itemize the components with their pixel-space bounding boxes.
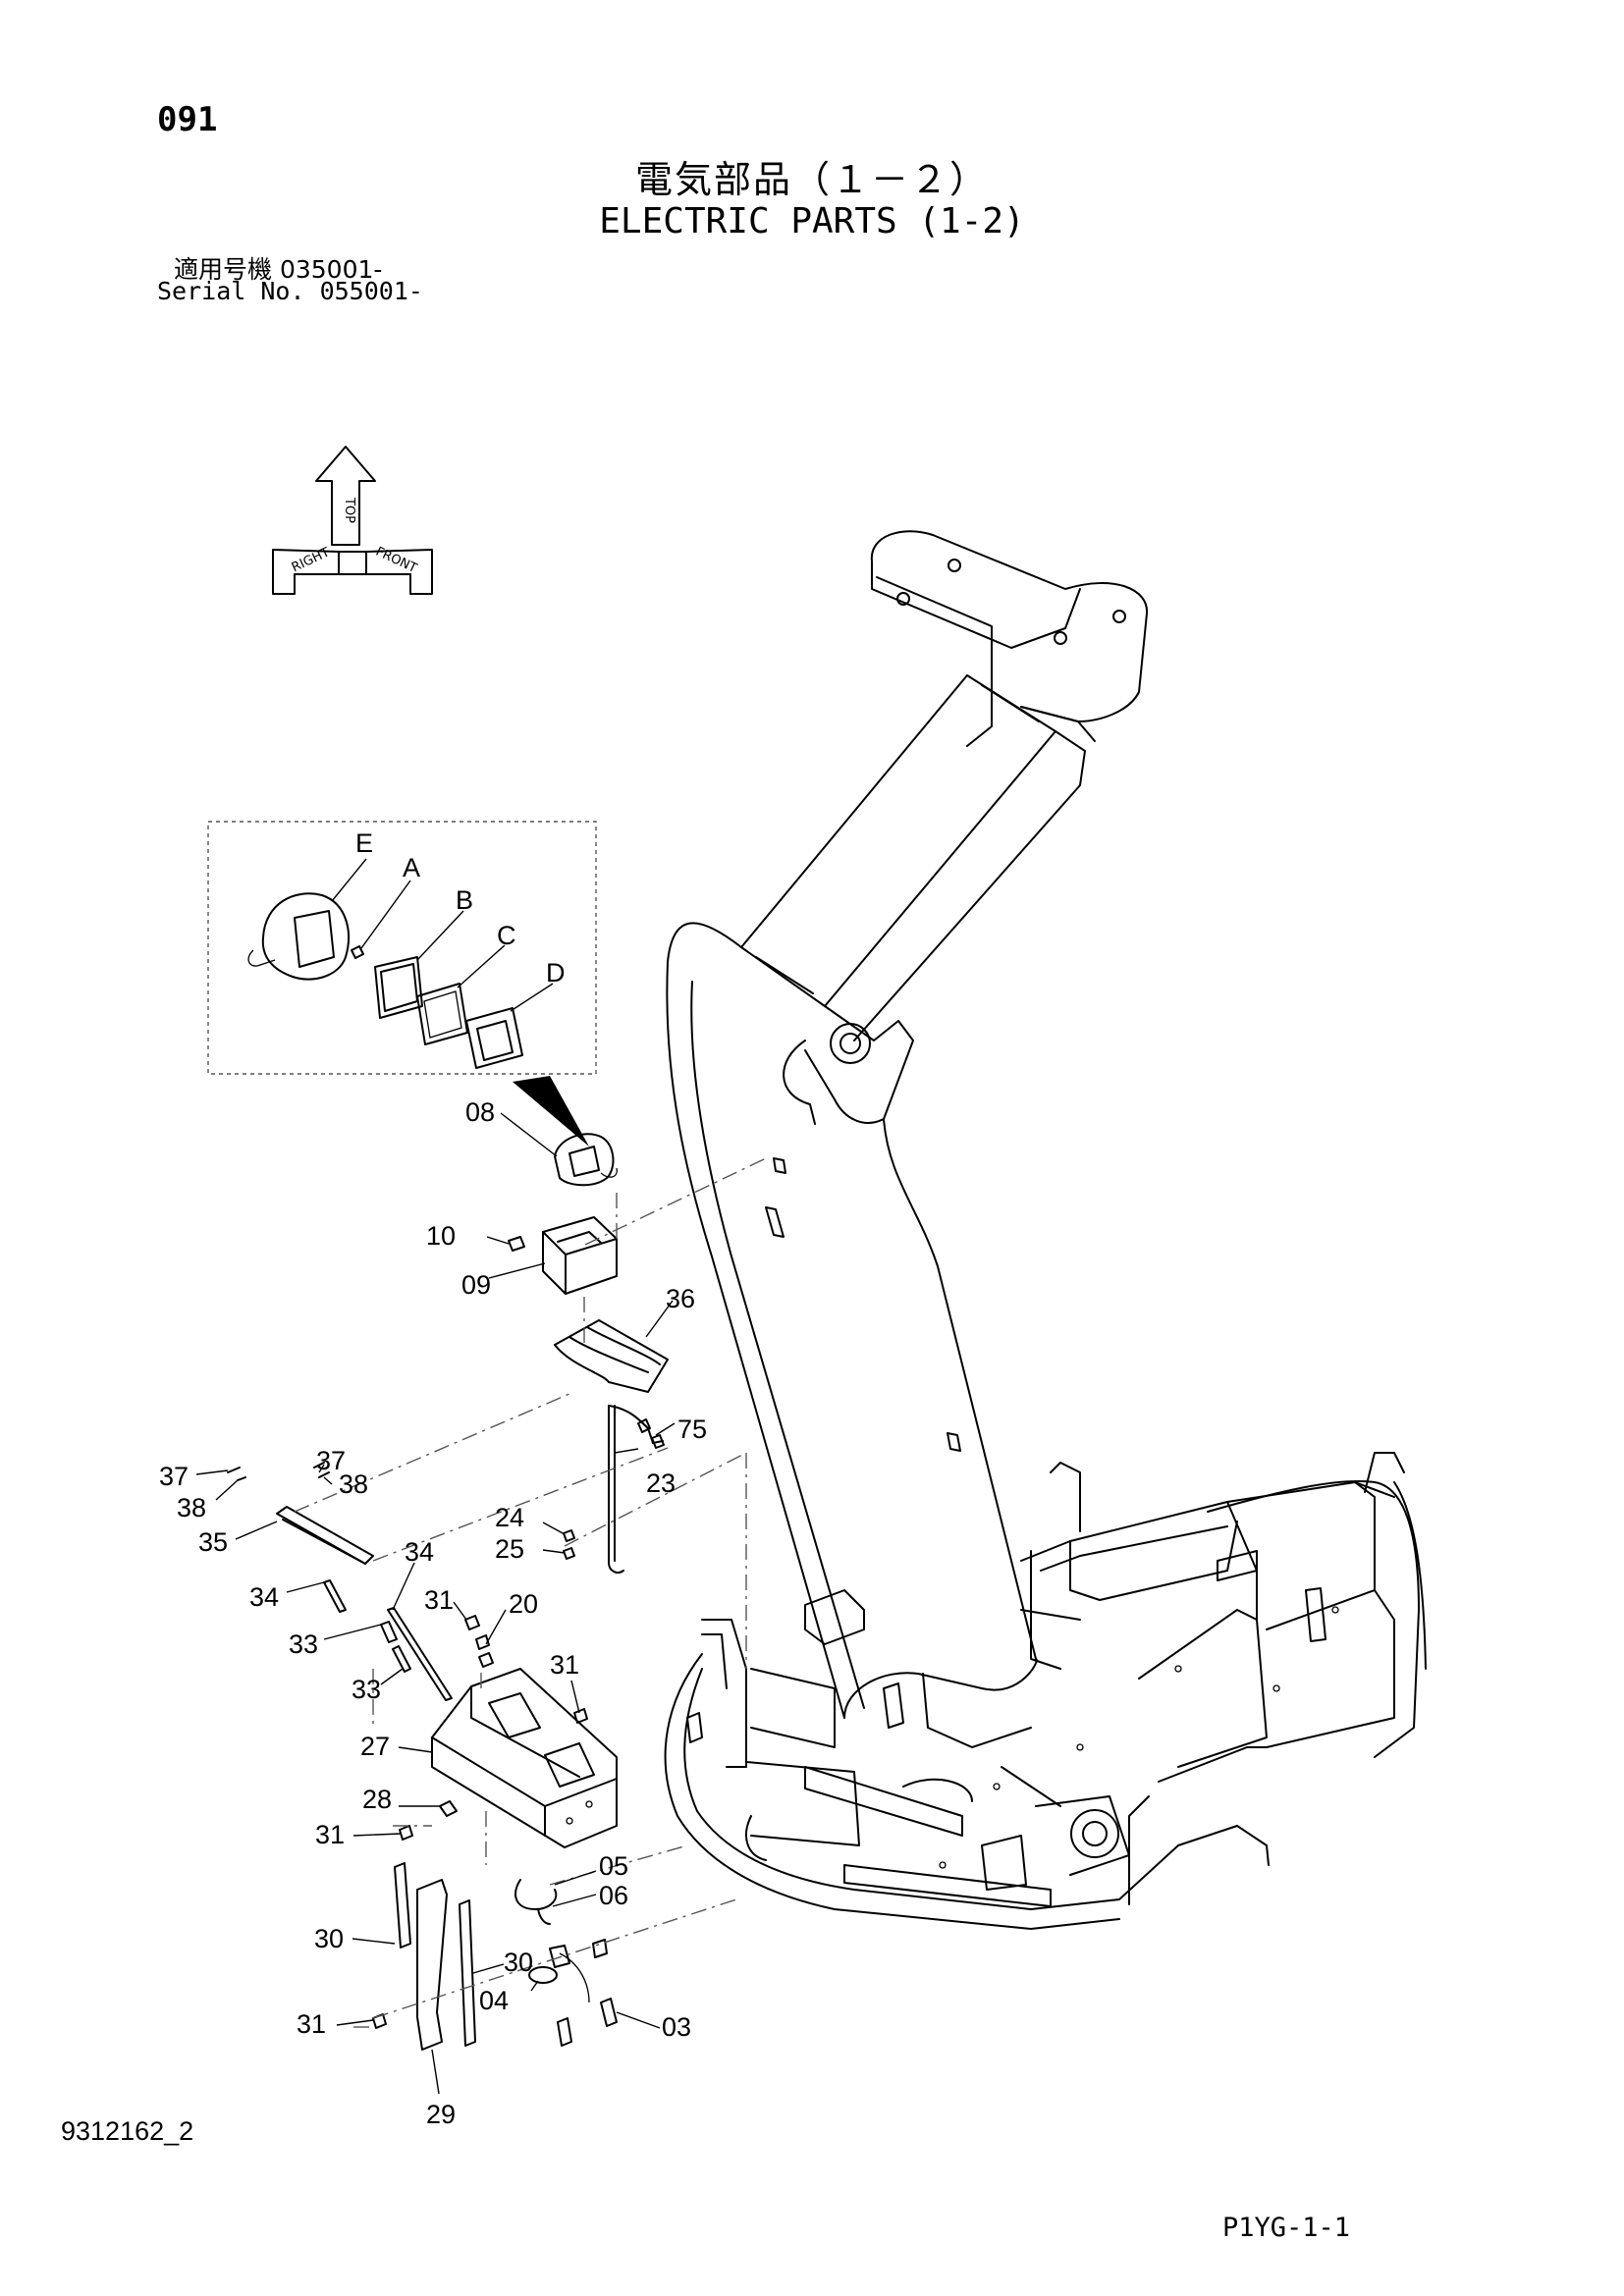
page-number: 091 <box>157 100 218 139</box>
callout-04: 04 <box>479 1986 509 2015</box>
callout-31-right: 31 <box>550 1650 579 1680</box>
callout-36: 36 <box>666 1284 695 1313</box>
detail-callout-c: C <box>497 921 516 950</box>
callout-10: 10 <box>426 1221 456 1251</box>
callout-38-left: 38 <box>177 1493 206 1522</box>
revolving-frame <box>664 1452 1427 1930</box>
callout-33-lower: 33 <box>352 1675 381 1704</box>
detail-callout-a: A <box>403 853 420 882</box>
serial-range-english: Serial No. 055001- <box>157 277 423 305</box>
callout-30-right: 30 <box>504 1948 533 1977</box>
callout-05: 05 <box>599 1851 628 1881</box>
callout-27: 27 <box>360 1732 390 1761</box>
callout-34-upper: 34 <box>405 1537 434 1567</box>
detail-callout-d: D <box>546 958 566 988</box>
callout-30-left: 30 <box>314 1924 344 1953</box>
callout-28: 28 <box>362 1785 392 1814</box>
callout-31-upper: 31 <box>424 1585 454 1615</box>
exploded-parts <box>227 1133 669 2051</box>
callout-23: 23 <box>646 1468 676 1498</box>
assembly-guide-lines <box>294 1157 767 2028</box>
callout-09: 09 <box>461 1270 491 1300</box>
orientation-label-top: TOP <box>342 497 356 523</box>
drawing-number: 9312162_2 <box>61 2116 194 2146</box>
callout-33-upper: 33 <box>289 1629 318 1659</box>
callout-24: 24 <box>495 1503 524 1532</box>
callout-38-right: 38 <box>339 1469 368 1499</box>
callout-08: 08 <box>465 1097 495 1127</box>
part-callouts: 08 10 09 36 75 23 37 38 37 38 35 34 34 2… <box>159 1097 707 2129</box>
callout-20: 20 <box>509 1589 538 1619</box>
callout-31-middle: 31 <box>315 1820 345 1849</box>
serial-range-japanese: 適用号機 035001- <box>174 255 383 284</box>
callout-34-lower: 34 <box>249 1582 279 1612</box>
callout-25: 25 <box>495 1534 524 1564</box>
work-light-detail: E A B C D <box>207 821 597 1147</box>
title-english: ELECTRIC PARTS (1-2) <box>599 201 1025 241</box>
callout-75: 75 <box>677 1415 707 1444</box>
callout-31-lower: 31 <box>297 2009 326 2039</box>
callout-37-right: 37 <box>316 1446 346 1475</box>
page-code: P1YG-1-1 <box>1222 2213 1351 2243</box>
orientation-marker: TOP RIGHT FRONT <box>272 446 433 595</box>
callout-29: 29 <box>426 2100 456 2129</box>
callout-37-left: 37 <box>159 1462 189 1491</box>
callout-06: 06 <box>599 1881 628 1910</box>
title-japanese: 電気部品（１－２） <box>634 158 989 201</box>
detail-callout-e: E <box>355 828 373 858</box>
callout-03: 03 <box>662 2012 691 2042</box>
boom-structure <box>666 530 1149 1876</box>
callout-35: 35 <box>198 1527 228 1557</box>
detail-callout-b: B <box>456 885 473 915</box>
